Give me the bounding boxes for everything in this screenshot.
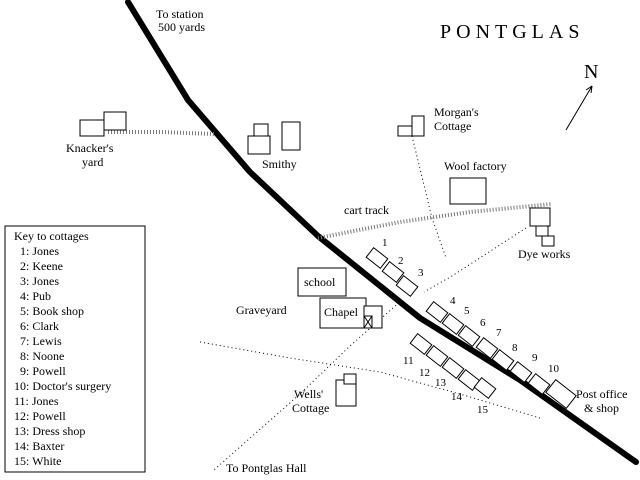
cottage-number-13: 13 [435, 377, 447, 389]
chapel-label: Chapel [324, 305, 359, 319]
key-item: 7: Lewis [20, 334, 62, 348]
morgans-cottage-building [411, 115, 425, 137]
knackers-yard-label-line-2: yard [82, 155, 103, 169]
cottage-number-8: 8 [512, 342, 518, 354]
morgans-cottage-label-line-1: Morgan's [434, 105, 479, 119]
key-item: 9: Powell [20, 364, 66, 378]
cottage-number-12: 12 [419, 367, 430, 379]
wells-cottage-label-line-2: Cottage [292, 401, 329, 415]
cottage-8 [491, 349, 515, 371]
smithy-building [253, 123, 269, 137]
cottage-5 [441, 313, 465, 335]
cottage-number-4: 4 [450, 295, 456, 307]
wells-cottage-label-line-1: Wells' [294, 387, 323, 401]
smithy-building [281, 121, 301, 151]
cottage-10 [527, 373, 551, 395]
cottage-number-6: 6 [480, 317, 486, 329]
knackers-yard-label-line-1: Knacker's [66, 141, 114, 155]
school-building [297, 267, 347, 297]
key-item: 1: Jones [20, 244, 59, 258]
key-item: 6: Clark [20, 319, 59, 333]
north-arrow-icon [565, 85, 593, 131]
post-office-building [545, 378, 577, 410]
station-label-line-2: 500 yards [158, 20, 205, 34]
key-item: 10: Doctor's surgery [14, 379, 111, 393]
cottage-number-3: 3 [418, 267, 424, 279]
cottage-number-9: 9 [532, 352, 538, 364]
morgans-cottage-building [397, 125, 413, 137]
chapel-door-mark [363, 315, 373, 329]
cottage-number-7: 7 [496, 327, 502, 339]
key-box [4, 225, 146, 473]
cottages-group [365, 247, 551, 399]
cottage-number-1: 1 [382, 237, 388, 249]
key-item: 12: Powell [14, 409, 66, 423]
graveyard-label: Graveyard [236, 303, 287, 317]
key-item: 3: Jones [20, 274, 59, 288]
path-chapel [213, 299, 403, 471]
post-office-label-line-2: & shop [584, 401, 619, 415]
dye-works-building [535, 225, 549, 237]
smithy-building [247, 135, 271, 155]
wool-factory-label: Wool factory [444, 159, 507, 173]
key-item: 2: Keene [20, 259, 63, 273]
cottage-4 [425, 301, 449, 323]
morgans-cottage-label-line-2: Cottage [434, 119, 471, 133]
cottage-1 [365, 247, 389, 269]
cottage-2 [381, 261, 405, 283]
dye-works-building [529, 207, 551, 227]
cottage-15 [473, 377, 497, 399]
cottage-number-10: 10 [548, 363, 560, 375]
dye-works-building [541, 235, 555, 247]
knackers-lane [108, 130, 215, 136]
cottage-number-11: 11 [403, 355, 414, 367]
pontglas-hall-label: To Pontglas Hall [226, 461, 307, 475]
cart-track-label: cart track [344, 203, 389, 217]
key-item: 8: Noone [20, 349, 64, 363]
cottage-13 [441, 357, 465, 379]
cart-track [317, 202, 553, 240]
cottage-11 [409, 333, 433, 355]
cottage-key: Key to cottages 1: Jones 2: Keene 3: Jon… [4, 225, 146, 473]
map-title: PONTGLAS [440, 21, 584, 43]
post-office-label-line-1: Post office [576, 387, 627, 401]
cottage-7 [475, 337, 499, 359]
key-item: 15: White [14, 454, 61, 468]
key-item: 11: Jones [14, 394, 59, 408]
key-item: 5: Book shop [20, 304, 84, 318]
path-dye-works [423, 227, 527, 293]
station-label-line-1: To station [156, 7, 204, 21]
dye-works-label: Dye works [518, 247, 571, 261]
north-label: N [584, 61, 598, 83]
path-west [199, 341, 541, 419]
cottage-number-2: 2 [398, 255, 404, 267]
knackers-yard-building [79, 119, 105, 137]
cottage-12 [425, 345, 449, 367]
key-item: 14: Baxter [14, 439, 64, 453]
school-label: school [304, 275, 336, 289]
knackers-yard-building [103, 111, 127, 131]
key-title: Key to cottages [14, 229, 89, 243]
wool-factory-building [449, 177, 487, 205]
cottage-number-15: 15 [477, 404, 489, 416]
cottage-9 [509, 361, 533, 383]
cottage-number-5: 5 [464, 305, 470, 317]
path-morgans [411, 135, 447, 259]
cottage-3 [395, 275, 419, 297]
cottage-6 [457, 325, 481, 347]
key-item: 13: Dress shop [14, 424, 85, 438]
key-item: 4: Pub [20, 289, 51, 303]
cottage-number-14: 14 [451, 391, 463, 403]
smithy-label: Smithy [262, 157, 297, 171]
wells-cottage-building [343, 373, 357, 385]
